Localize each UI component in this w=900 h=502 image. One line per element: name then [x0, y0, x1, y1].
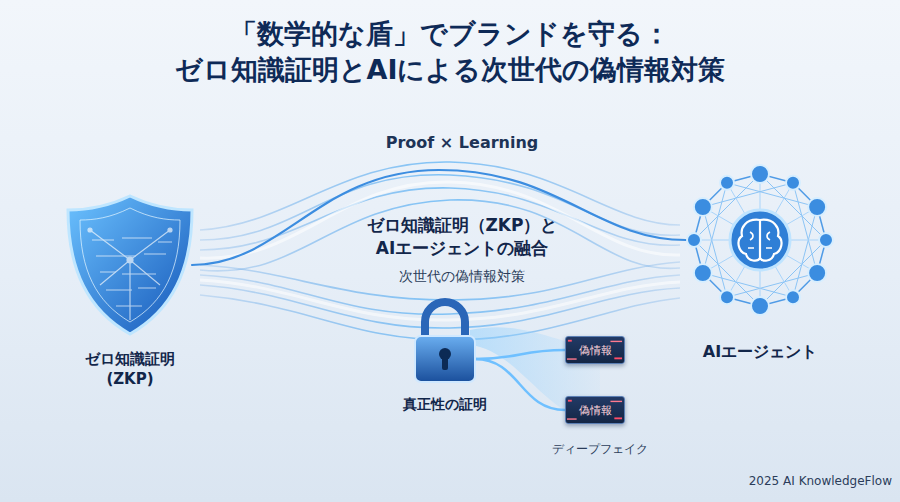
fusion-wave — [192, 170, 686, 265]
node-label: 真正性の証明 — [395, 396, 495, 414]
verification-beam — [475, 359, 565, 410]
shield-icon — [60, 190, 200, 340]
fake-info-card: 偽情報 — [565, 336, 625, 364]
card-text: 偽情報 — [579, 403, 612, 418]
verification-beam — [475, 350, 565, 359]
zkp-shield-node: ゼロ知識証明 (ZKP) — [60, 190, 200, 390]
page-title: 「数学的な盾」でブランドを守る： ゼロ知識証明とAIによる次世代の偽情報対策 — [110, 16, 790, 89]
subtitle-tag: Proof × Learning — [332, 133, 592, 152]
lock-icon — [395, 296, 495, 386]
fake-info-card: 偽情報 — [565, 396, 625, 424]
wave-lines — [200, 162, 680, 340]
node-label: ゼロ知識証明 (ZKP) — [75, 350, 185, 389]
center-heading: ゼロ知識証明（ZKP）と AIエージェントの融合 — [342, 214, 582, 260]
authenticity-lock-node: 真正性の証明 — [395, 296, 495, 420]
deepfake-label: ディープフェイク — [520, 441, 680, 458]
ai-network-icon — [680, 160, 840, 320]
node-label: AIエージェント — [680, 342, 840, 363]
footer-credit: 2025 AI KnowledgeFlow — [692, 474, 892, 488]
center-subheading: 次世代の偽情報対策 — [342, 268, 582, 286]
card-text: 偽情報 — [579, 343, 612, 358]
ai-agent-node: AIエージェント — [680, 160, 840, 370]
